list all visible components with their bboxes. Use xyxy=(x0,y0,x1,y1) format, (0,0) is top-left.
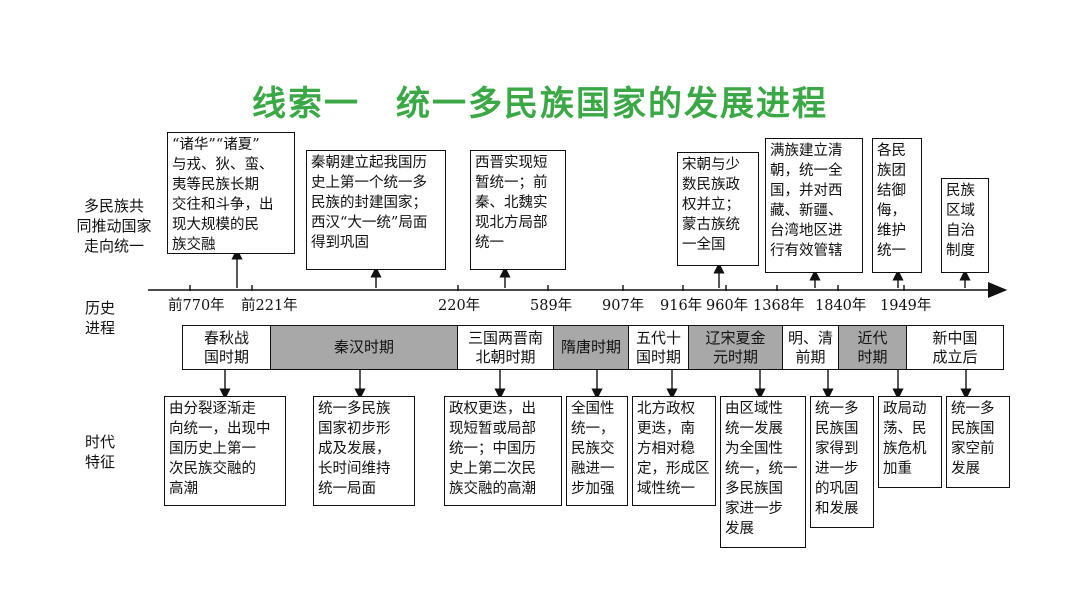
period-three-kingdoms: 三国两晋南 北朝时期 xyxy=(457,325,554,370)
top-box-spring-autumn: “诸华”“诸夏” 与戎、狄、蛮、 夷等民族长期 交往和斗争，出 现大规模的民 族… xyxy=(167,132,295,254)
top-box-qing: 满族建立清 朝，统一全 国，并对西 藏、新疆、 台湾地区进 行有效管辖 xyxy=(765,138,863,273)
bottom-box-spring-autumn: 由分裂逐渐走 向统一，出现中 国历史上第一 次民族交融的 高潮 xyxy=(164,396,286,506)
bottom-box-new-china: 统一多 民族国 家空前 发展 xyxy=(946,396,1010,488)
tick-label: 916年 xyxy=(660,298,703,314)
period-liao-song: 辽宋夏金 元时期 xyxy=(688,325,783,370)
page-title: 线索一 统一多民族国家的发展进程 xyxy=(252,84,828,124)
bottom-box-modern: 政局动 荡、民 族危机 加重 xyxy=(878,396,942,488)
row-label-bottom: 时代 特征 xyxy=(84,433,115,471)
top-box-new-china: 民族 区域 自治 制度 xyxy=(941,178,989,273)
bottom-box-five-dynasties: 北方政权 更迭，南 方相对稳 定，形成区 域性统一 xyxy=(632,396,716,506)
row-label-top: 多民族共 同推动国家 走向统一 xyxy=(76,197,152,255)
bottom-box-ming-qing: 统一多 民族国 家得到 进一步 的巩固 和发展 xyxy=(810,396,874,528)
tick-label: 1368年 xyxy=(753,298,805,314)
period-qin-han: 秦汉时期 xyxy=(270,325,458,370)
period-modern: 近代 时期 xyxy=(838,325,907,370)
period-spring-autumn: 春秋战 国时期 xyxy=(182,325,271,370)
tick-label: 589年 xyxy=(530,298,573,314)
tick-label: 220年 xyxy=(438,298,481,314)
bottom-box-qin-han: 统一多民族 国家初步形 成及发展， 长时间维持 统一局面 xyxy=(313,396,415,506)
bottom-box-liao-song: 由区域性 统一发展 为全国性 统一，统一 多民族国 家进一步 发展 xyxy=(720,396,806,548)
period-new-china: 新中国 成立后 xyxy=(906,325,1004,370)
period-five-dynasties: 五代十 国时期 xyxy=(628,325,689,370)
top-box-qin-han: 秦朝建立起我国历 史上第一个统一多 民族的封建国家； 西汉“大一统”局面 得到巩… xyxy=(306,150,446,270)
tick-label: 1949年 xyxy=(880,298,932,314)
timeline-tick-marks xyxy=(189,285,905,291)
period-ming-qing: 明、清 前期 xyxy=(782,325,839,370)
top-box-modern: 各民 族团 结御 侮， 维护 统一 xyxy=(872,138,922,273)
down-arrows xyxy=(219,370,972,400)
top-box-jin: 西晋实现短 暂统一；前 秦、北魏实 现北方局部 统一 xyxy=(470,150,566,270)
row-label-middle: 历史 进程 xyxy=(84,299,115,337)
tick-label: 1840年 xyxy=(815,298,867,314)
bottom-box-sui-tang: 全国性 统一， 民族交 融进一 步加强 xyxy=(566,396,628,506)
tick-label: 960年 xyxy=(706,298,749,314)
tick-label: 907年 xyxy=(602,298,645,314)
tick-label: 前221年 xyxy=(241,298,298,314)
bottom-box-three-kingdoms: 政权更迭，出 现短暂或局部 统一；中国历 史上第二次民 族交融的高潮 xyxy=(444,396,562,506)
top-box-song-yuan: 宋朝与少 数民族政 权并立； 蒙古族统 一全国 xyxy=(677,152,759,266)
period-sui-tang: 隋唐时期 xyxy=(553,325,629,370)
up-arrows xyxy=(231,248,971,288)
tick-label: 前770年 xyxy=(168,298,225,314)
